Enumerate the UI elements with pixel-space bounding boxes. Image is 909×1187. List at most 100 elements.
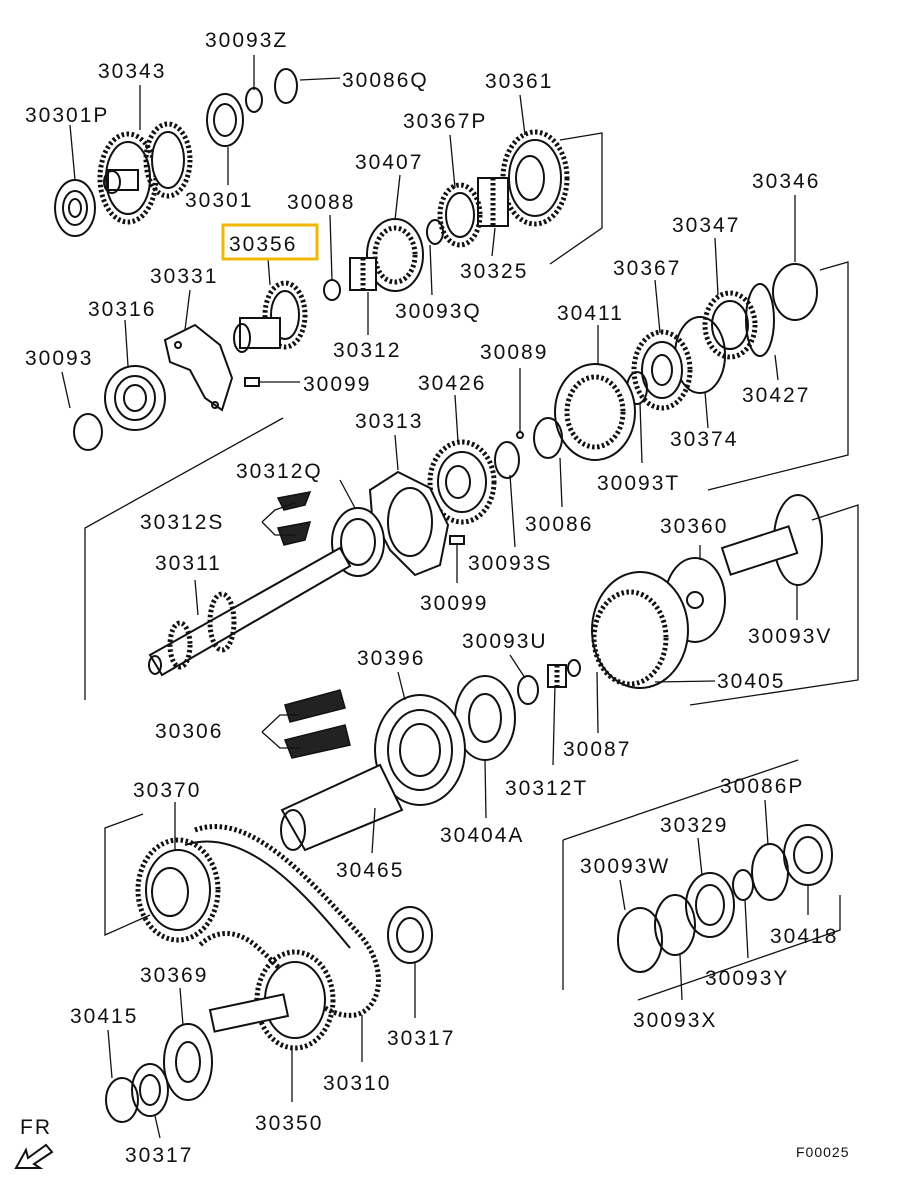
label-30310[interactable]: 30310 [323,1072,391,1095]
gear-30343[interactable] [97,121,193,225]
bearing-30301[interactable] [206,93,244,147]
bearing-30317-upper[interactable] [387,906,433,964]
label-30360[interactable]: 30360 [660,515,728,538]
label-30093X[interactable]: 30093X [633,1009,717,1032]
sleeve-30407[interactable] [366,218,424,292]
needle-bearing-30306[interactable] [283,689,351,759]
label-30093W[interactable]: 30093W [580,855,670,878]
label-30086P[interactable]: 30086P [720,775,804,798]
label-30312S[interactable]: 30312S [140,511,224,534]
gear-30361[interactable] [500,129,570,227]
label-30093Y[interactable]: 30093Y [705,967,789,990]
label-30343[interactable]: 30343 [98,60,166,83]
label-30404A[interactable]: 30404A [440,824,524,847]
label-30356[interactable]: 30356 [229,233,297,256]
label-30374[interactable]: 30374 [670,428,738,451]
label-30086Q[interactable]: 30086Q [342,69,429,92]
synchro-30347[interactable] [702,290,758,360]
needle-bearing-30325[interactable] [477,177,509,227]
needle-bearing-30312S[interactable] [276,491,312,546]
label-30301P[interactable]: 30301P [25,104,109,127]
snap-ring-30093U[interactable] [517,675,539,705]
label-30311[interactable]: 30311 [155,552,222,575]
snap-ring-30415[interactable] [105,1077,139,1123]
label-30093[interactable]: 30093 [25,347,93,370]
label-30415[interactable]: 30415 [70,1005,138,1028]
bearing-30329[interactable] [685,872,735,938]
label-30316[interactable]: 30316 [88,298,156,321]
washer-30087[interactable] [567,659,581,677]
label-30312[interactable]: 30312 [333,339,401,362]
label-30361[interactable]: 30361 [485,70,553,93]
chain-30310[interactable] [184,824,381,1018]
cover-30313[interactable] [368,470,450,577]
label-30465[interactable]: 30465 [336,859,404,882]
sprocket-30426[interactable] [427,439,497,525]
needle-bearing-30312[interactable] [349,257,377,291]
sprocket-30350[interactable] [208,949,336,1051]
label-30370[interactable]: 30370 [133,779,201,802]
snap-ring-30093S[interactable] [494,441,520,479]
snap-ring-30086Q[interactable] [274,68,298,104]
carrier-30369[interactable] [163,1023,213,1101]
label-30093U[interactable]: 30093U [462,630,548,653]
label-30347[interactable]: 30347 [672,214,740,237]
bearing-30301P[interactable] [54,179,96,237]
label-30099-lower[interactable]: 30099 [420,592,488,615]
planet-carrier-30404A[interactable] [454,675,516,761]
label-30405[interactable]: 30405 [717,670,785,693]
snap-ring-30086P[interactable] [751,843,789,901]
label-30329[interactable]: 30329 [660,814,728,837]
label-30099-upper[interactable]: 30099 [303,373,371,396]
snap-ring-30093W[interactable] [617,907,663,973]
mainshaft-30311[interactable] [148,546,352,677]
label-30369[interactable]: 30369 [140,964,208,987]
label-30086[interactable]: 30086 [525,513,593,536]
label-30087[interactable]: 30087 [563,738,631,761]
pin-30089[interactable] [516,431,524,439]
label-30089[interactable]: 30089 [480,341,548,364]
label-30313[interactable]: 30313 [355,410,423,433]
bearing-30396[interactable] [374,694,466,806]
label-30301[interactable]: 30301 [185,189,253,212]
label-30093V[interactable]: 30093V [748,625,832,648]
retainer-30331[interactable] [163,323,234,412]
bolt-30099-upper[interactable] [244,377,260,387]
label-30312Q[interactable]: 30312Q [236,460,323,483]
label-30093Q[interactable]: 30093Q [395,300,482,323]
label-30367[interactable]: 30367 [613,257,681,280]
snap-ring-30093[interactable] [73,413,103,451]
label-30093S[interactable]: 30093S [468,552,552,575]
snap-ring-30093X[interactable] [654,894,696,956]
label-30325[interactable]: 30325 [460,260,528,283]
bolt-30099-lower[interactable] [449,535,465,545]
seal-30418[interactable] [783,824,833,886]
snap-ring-30346[interactable] [772,263,818,321]
annulus-30405[interactable] [591,571,689,689]
gear-30356[interactable] [233,280,308,353]
label-30306[interactable]: 30306 [155,720,223,743]
label-30418[interactable]: 30418 [770,925,838,948]
label-30331[interactable]: 30331 [150,265,218,288]
label-30350[interactable]: 30350 [255,1112,323,1135]
sleeve-30411[interactable] [554,363,636,461]
label-30427[interactable]: 30427 [742,384,810,407]
label-30396[interactable]: 30396 [357,647,425,670]
label-30093T[interactable]: 30093T [597,472,680,495]
snap-ring-30093Q[interactable] [426,219,444,245]
label-30426[interactable]: 30426 [418,372,486,395]
sprocket-30370[interactable] [135,837,221,943]
hub-30367[interactable] [631,329,693,411]
label-30346[interactable]: 30346 [752,170,820,193]
bearing-30317-lower[interactable] [131,1063,169,1117]
snap-ring-30093Z[interactable] [245,87,263,113]
label-30411[interactable]: 30411 [557,302,624,325]
bearing-30316[interactable] [104,365,166,431]
label-30088[interactable]: 30088 [287,191,355,214]
washer-30088[interactable] [323,279,341,301]
snap-ring-30093Y[interactable] [732,869,754,901]
ring-30427[interactable] [745,283,775,357]
label-30093Z[interactable]: 30093Z [205,29,288,52]
label-30367P[interactable]: 30367P [403,110,487,133]
sleeve-30465[interactable] [280,763,404,852]
